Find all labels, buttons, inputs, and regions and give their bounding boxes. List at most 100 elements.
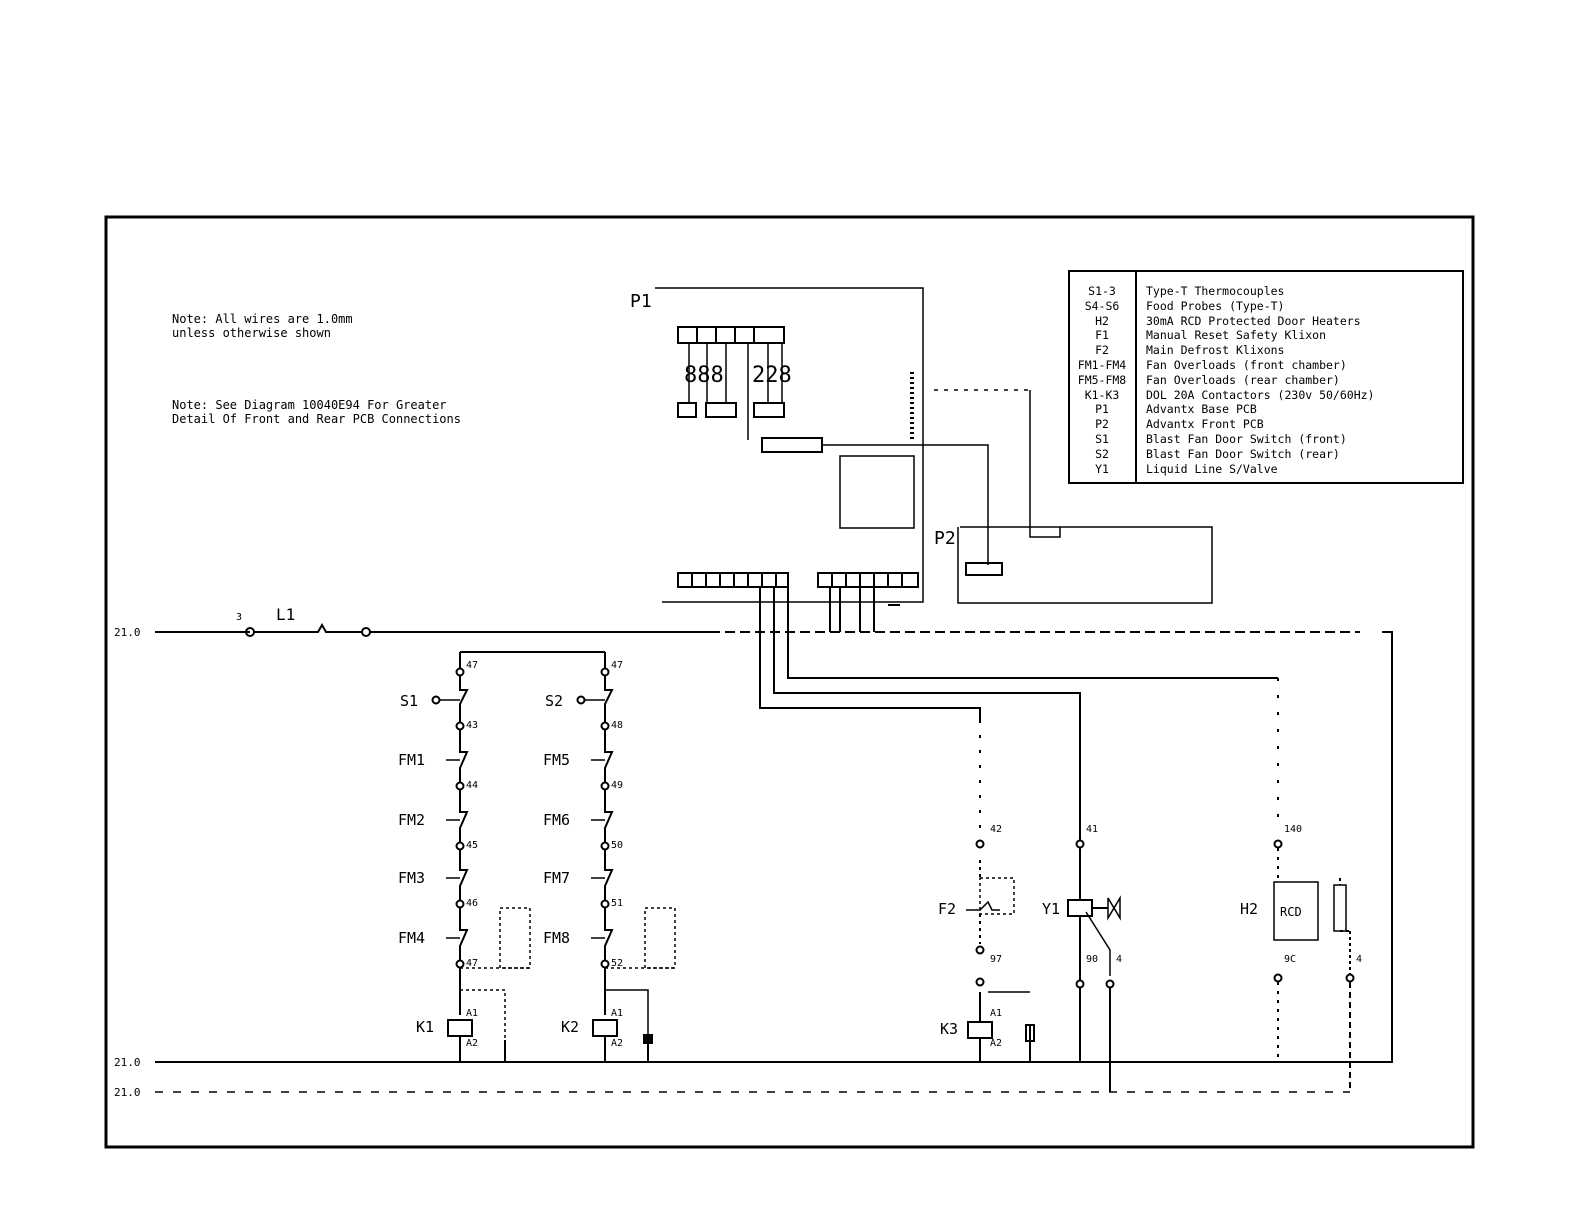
- p2-inner-box: [965, 562, 1003, 576]
- wire-4: 4: [1116, 954, 1122, 965]
- p1-terminal-block-b: [817, 572, 919, 588]
- legend-row: S4-S6 Food Probes (Type-T): [1070, 299, 1460, 313]
- wire-46: 46: [466, 898, 478, 909]
- wire-47: 47: [466, 660, 478, 671]
- legend-desc: Advantx Front PCB: [1146, 417, 1264, 432]
- y1-label: Y1: [1042, 900, 1060, 918]
- legend-code: P1: [1095, 402, 1109, 417]
- legend-desc: 30mA RCD Protected Door Heaters: [1146, 313, 1361, 328]
- legend-desc: DOL 20A Contactors (230v 50/60Hz): [1146, 387, 1375, 402]
- rail-bot-label: 21.0: [114, 1086, 141, 1099]
- legend-desc: Fan Overloads (front chamber): [1146, 358, 1347, 372]
- legend-code: F1: [1095, 328, 1109, 343]
- fm3-label: FM3: [398, 869, 425, 887]
- p1-lower-connector: [677, 402, 697, 418]
- legend-desc: Fan Overloads (rear chamber): [1146, 372, 1340, 387]
- k1-label: K1: [416, 1018, 434, 1036]
- note-see-diagram: Note: See Diagram 10040E94 For Greater D…: [172, 398, 461, 426]
- legend-desc: Type-T Thermocouples: [1146, 284, 1285, 298]
- fm4-label: FM4: [398, 929, 425, 947]
- k3-coil: [967, 1021, 993, 1039]
- wire-90: 90: [1086, 954, 1098, 965]
- fm8-label: FM8: [543, 929, 570, 947]
- k2-a2-label: A2: [611, 1038, 623, 1049]
- rail-mid-label: 21.0: [114, 1056, 141, 1069]
- legend-desc: Blast Fan Door Switch (rear): [1146, 446, 1340, 461]
- s2-terminal: [576, 695, 586, 705]
- note-wire-size-line2: unless otherwise shown: [172, 326, 331, 340]
- fm5-label: FM5: [543, 751, 570, 769]
- legend-code: S2: [1095, 446, 1109, 461]
- note-see-diagram-line1: Note: See Diagram 10040E94 For Greater: [172, 398, 447, 412]
- wire-4b: 4: [1356, 954, 1362, 965]
- k3-a1-label: A1: [990, 1008, 1002, 1019]
- k1-coil: [447, 1019, 473, 1037]
- p1-display-box: [839, 455, 915, 529]
- wire-48: 48: [611, 720, 623, 731]
- legend-code: K1-K3: [1084, 387, 1120, 402]
- rail-top-label: 21.0: [114, 626, 141, 639]
- legend-row: S1 Blast Fan Door Switch (front): [1070, 432, 1460, 446]
- wire-47c: 47: [611, 660, 623, 671]
- l1-terminal-2: [361, 627, 371, 637]
- k2-label: K2: [561, 1018, 579, 1036]
- seg-display-1: 888: [684, 363, 724, 388]
- rcd-label: RCD: [1280, 905, 1302, 919]
- legend-desc: Food Probes (Type-T): [1146, 298, 1285, 313]
- sensor-wire: [822, 444, 989, 565]
- legend-desc: Manual Reset Safety Klixon: [1146, 328, 1327, 343]
- legend-code: F2: [1095, 343, 1109, 358]
- note-wire-size: Note: All wires are 1.0mm unless otherwi…: [172, 312, 353, 340]
- k3-aux-marker: [1025, 1024, 1035, 1042]
- wire-44: 44: [466, 780, 478, 791]
- col2-aux-box: [644, 907, 676, 969]
- h2-heater-element: [1333, 884, 1347, 932]
- s1-terminal: [431, 695, 441, 705]
- wire-52: 52: [611, 958, 623, 969]
- fm2-label: FM2: [398, 811, 425, 829]
- y1-solenoid-coil: [1067, 899, 1093, 917]
- k2-a1-label: A1: [611, 1008, 623, 1019]
- fm7-label: FM7: [543, 869, 570, 887]
- s2-label: S2: [545, 692, 563, 710]
- wire-140: 140: [1284, 824, 1302, 835]
- k3-a2-label: A2: [990, 1038, 1002, 1049]
- p1-feed-2: [773, 587, 1081, 840]
- p1-upper-connector-b: [753, 326, 785, 344]
- legend-code: S4-S6: [1084, 298, 1120, 313]
- col2-contacts: [600, 667, 614, 1015]
- col1-aux-box: [499, 907, 531, 969]
- legend-code: FM1-FM4: [1077, 358, 1127, 372]
- wire-49: 49: [611, 780, 623, 791]
- h2-label: H2: [1240, 900, 1258, 918]
- legend-code: S1: [1095, 432, 1109, 446]
- l1-label: L1: [276, 605, 295, 624]
- p1-lower-connector-b: [705, 402, 737, 418]
- legend-row: S2 Blast Fan Door Switch (rear): [1070, 447, 1460, 461]
- note-see-diagram-line2: Detail Of Front and Rear PCB Connections: [172, 412, 461, 426]
- h2-rcd-box: [1273, 881, 1319, 941]
- f2-label: F2: [938, 900, 956, 918]
- legend-desc: Main Defrost Klixons: [1146, 343, 1285, 358]
- k2-aux-marker: [643, 1034, 653, 1044]
- wire-3: 3: [236, 612, 242, 623]
- wire-51: 51: [611, 898, 623, 909]
- seg-display-2: 228: [752, 363, 792, 388]
- wire-9c: 9C: [1284, 954, 1296, 965]
- p1-label: P1: [630, 291, 652, 312]
- wire-43: 43: [466, 720, 478, 731]
- legend-desc: Liquid Line S/Valve: [1146, 461, 1278, 476]
- wire-97: 97: [990, 954, 1002, 965]
- wire-50: 50: [611, 840, 623, 851]
- f2-klixon-contact-1: [966, 900, 1000, 911]
- f1-klixon-contact: [310, 622, 340, 633]
- supply-return-right: [1382, 631, 1393, 1063]
- legend-desc: Blast Fan Door Switch (front): [1146, 432, 1347, 446]
- p1-feed-1: [759, 587, 981, 720]
